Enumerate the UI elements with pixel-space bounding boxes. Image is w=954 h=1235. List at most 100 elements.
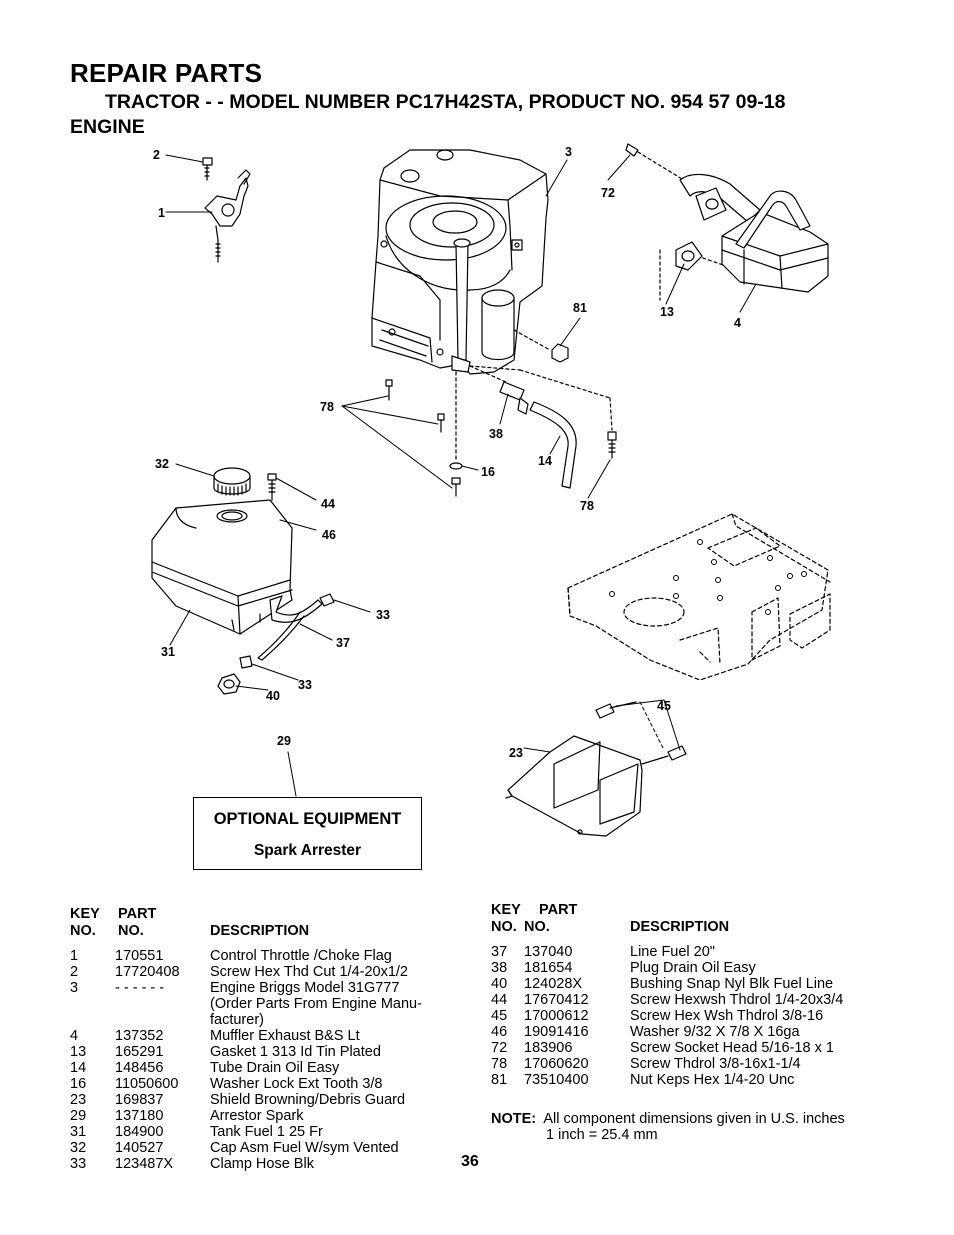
header-description: DESCRIPTION — [210, 923, 310, 939]
part-number: 137180 — [115, 1108, 164, 1124]
callout-29: 29 — [277, 734, 291, 748]
part-description: Screw Socket Head 5/16-18 x 1 — [630, 1040, 834, 1056]
part-description: Line Fuel 20" — [630, 944, 715, 960]
part-number: 140527 — [115, 1140, 164, 1156]
header-part: PART — [539, 902, 578, 918]
header-key-no: NO. — [491, 919, 517, 935]
header-key-no: NO. — [70, 923, 96, 939]
callout-44: 44 — [321, 497, 335, 511]
part-number: 124028X — [524, 976, 583, 992]
callout-1: 1 — [158, 206, 165, 220]
key-number: 81 — [491, 1072, 508, 1088]
exploded-parts-diagram: 2 1 3 72 13 4 81 78 38 16 14 78 32 44 46… — [151, 143, 831, 837]
key-number: 3 — [70, 980, 79, 996]
part-number: 73510400 — [524, 1072, 589, 1088]
part-description: Gasket 1 313 Id Tin Plated — [210, 1044, 381, 1060]
key-number: 32 — [70, 1140, 87, 1156]
fuel-tank-drawing — [151, 467, 335, 695]
callout-46: 46 — [322, 528, 336, 542]
part-description: Arrestor Spark — [210, 1108, 304, 1124]
header-key: KEY — [70, 906, 100, 922]
part-description: Engine Briggs Model 31G777 — [210, 980, 400, 996]
part-description: Muffler Exhaust B&S Lt — [210, 1028, 360, 1044]
key-number: 33 — [70, 1156, 87, 1172]
callout-2: 2 — [153, 148, 160, 162]
throttle-control-drawing — [202, 157, 251, 263]
callout-3: 3 — [565, 145, 572, 159]
header-part: PART — [118, 906, 157, 922]
callout-40: 40 — [266, 689, 280, 703]
key-number: 72 — [491, 1040, 508, 1056]
note-label: NOTE: — [491, 1111, 537, 1127]
part-description: Clamp Hose Blk — [210, 1156, 314, 1172]
part-number: 137040 — [524, 944, 573, 960]
muffler-drawing — [625, 143, 829, 301]
part-number: 165291 — [115, 1044, 164, 1060]
shield-drawing — [505, 699, 687, 837]
part-description: Plug Drain Oil Easy — [630, 960, 756, 976]
frame-holes — [609, 539, 807, 615]
key-number: 38 — [491, 960, 508, 976]
key-number: 29 — [70, 1108, 87, 1124]
page-title: REPAIR PARTS — [70, 58, 263, 88]
header-description: DESCRIPTION — [630, 919, 730, 935]
callout-labels: 2 1 3 72 13 4 81 78 38 16 14 78 32 44 46… — [153, 145, 741, 760]
page-subtitle: TRACTOR - - MODEL NUMBER PC17H42STA, PRO… — [105, 91, 786, 113]
section-title: ENGINE — [70, 116, 145, 138]
callout-37: 37 — [336, 636, 350, 650]
key-number: 23 — [70, 1092, 87, 1108]
key-number: 31 — [70, 1124, 87, 1140]
part-number: 183906 — [524, 1040, 573, 1056]
part-description: Nut Keps Hex 1/4-20 Unc — [630, 1072, 795, 1088]
part-number: 181654 — [524, 960, 573, 976]
key-number: 46 — [491, 1024, 508, 1040]
key-number: 2 — [70, 964, 79, 980]
part-description: Bushing Snap Nyl Blk Fuel Line — [630, 976, 834, 992]
callout-78b: 78 — [580, 499, 594, 513]
note-line1: All component dimensions given in U.S. i… — [543, 1111, 845, 1127]
part-description: Screw Hex Thd Cut 1/4-20x1/2 — [210, 964, 408, 980]
header-key: KEY — [491, 902, 521, 918]
callout-81: 81 — [573, 301, 587, 315]
dimension-note: NOTE: All component dimensions given in … — [491, 1111, 845, 1143]
key-number: 1 — [70, 948, 79, 964]
part-number: 19091416 — [524, 1024, 589, 1040]
leader-lines — [165, 154, 757, 797]
note-line2: 1 inch = 25.4 mm — [546, 1127, 658, 1143]
callout-38: 38 — [489, 427, 503, 441]
callout-23: 23 — [509, 746, 523, 760]
engine-drawing — [371, 149, 549, 375]
header-part-no: NO. — [118, 923, 144, 939]
key-number: 78 — [491, 1056, 508, 1072]
callout-32: 32 — [155, 457, 169, 471]
part-description: Tube Drain Oil Easy — [210, 1060, 340, 1076]
part-description: Cap Asm Fuel W/sym Vented — [210, 1140, 399, 1156]
part-description: Shield Browning/Debris Guard — [210, 1092, 406, 1108]
part-number: 169837 — [115, 1092, 164, 1108]
part-number: 11050600 — [115, 1076, 179, 1092]
callout-16: 16 — [481, 465, 495, 479]
part-description: Screw Thdrol 3/8-16x1-1/4 — [630, 1056, 801, 1072]
drain-parts-drawing — [341, 329, 617, 497]
key-number: 14 — [70, 1060, 87, 1076]
callout-13: 13 — [660, 305, 674, 319]
part-number: - - - - - - — [115, 980, 165, 996]
page-number: 36 — [461, 1153, 479, 1170]
part-number: 137352 — [115, 1028, 164, 1044]
part-description: Screw Hexwsh Thdrol 1/4-20x3/4 — [630, 992, 844, 1008]
callout-31: 31 — [161, 645, 175, 659]
callout-33a: 33 — [376, 608, 390, 622]
part-number: 17720408 — [115, 964, 180, 980]
part-description: Washer 9/32 X 7/8 X 16ga — [630, 1024, 800, 1040]
part-number: 17670412 — [524, 992, 589, 1008]
part-description: Screw Hex Wsh Thdrol 3/8-16 — [630, 1008, 824, 1024]
part-number: 148456 — [115, 1060, 164, 1076]
frame-drawing — [567, 513, 831, 681]
optional-equipment-box: OPTIONAL EQUIPMENT Spark Arrester — [193, 797, 422, 870]
key-number: 13 — [70, 1044, 87, 1060]
part-number: 170551 — [115, 948, 164, 964]
callout-4: 4 — [734, 316, 741, 330]
part-number: 123487X — [115, 1156, 174, 1172]
